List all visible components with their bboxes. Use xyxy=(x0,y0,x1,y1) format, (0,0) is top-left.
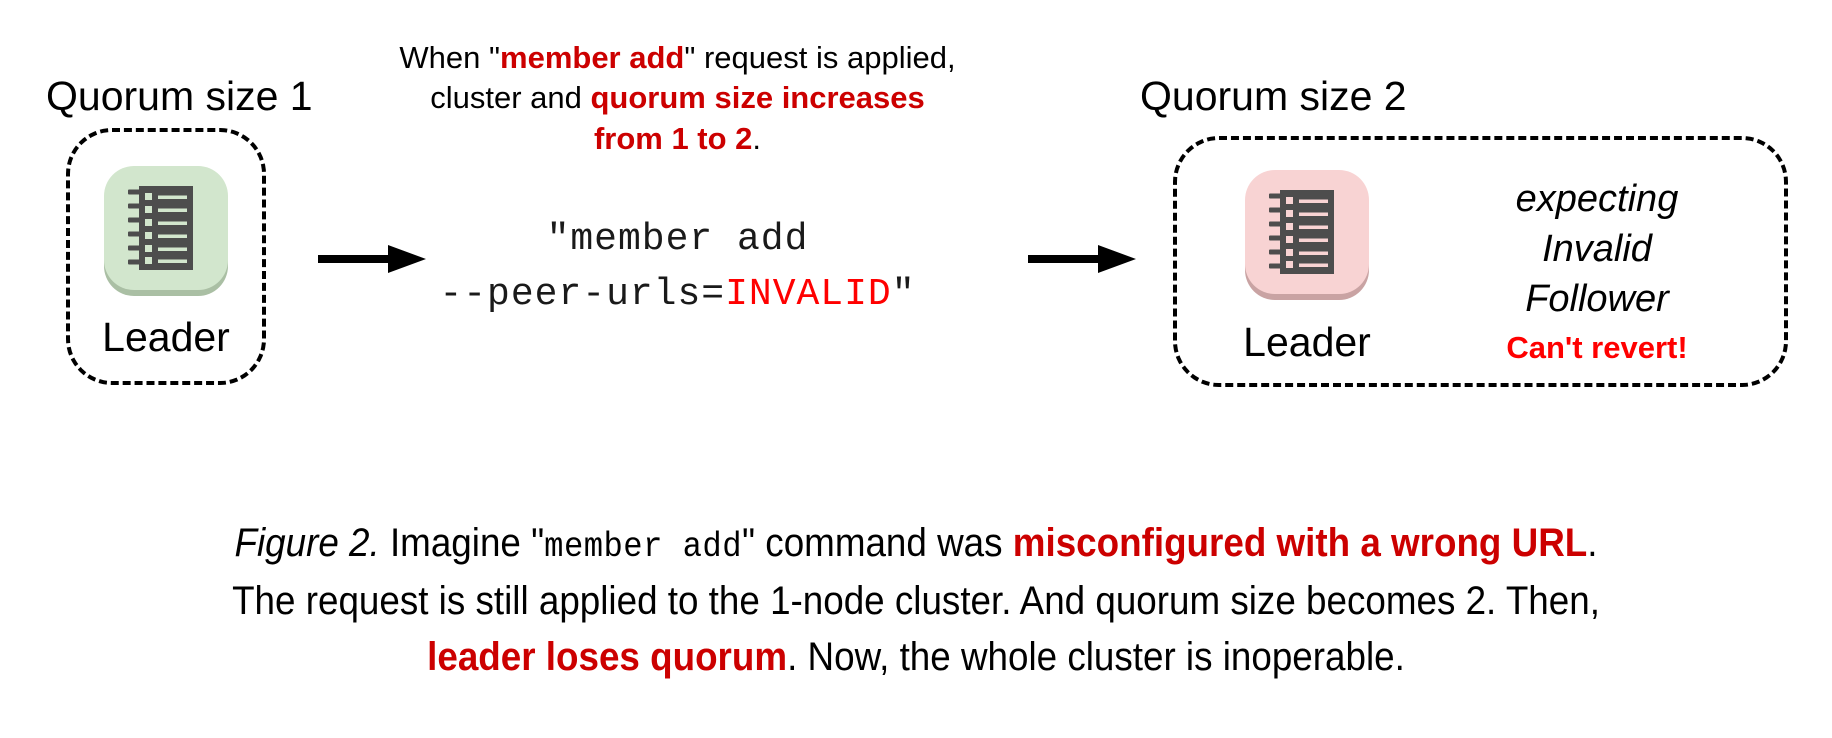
explanation-text: When "member add" request is applied, cl… xyxy=(395,38,960,159)
caption-l1-emphasis: misconfigured with a wrong URL xyxy=(1012,521,1588,565)
icon-tile xyxy=(1245,170,1369,294)
right-node-caption: Leader xyxy=(1243,319,1371,365)
caption-l3-emphasis: leader loses quorum xyxy=(427,635,788,680)
explanation-line-1: When "member add" request is applied, xyxy=(395,38,960,78)
explanation-l2-a: cluster and xyxy=(430,80,591,116)
caption-l1-b: Imagine " xyxy=(379,521,545,565)
caption-line-3: leader loses quorum. Now, the whole clus… xyxy=(73,629,1758,686)
expecting-invalid-follower-note: expecting Invalid Follower xyxy=(1452,174,1742,324)
explanation-l3-c: . xyxy=(752,120,762,156)
explanation-line-2: cluster and quorum size increases xyxy=(395,78,960,118)
note-line-0: expecting xyxy=(1515,178,1679,220)
explanation-l2-emphasis: quorum size increases xyxy=(590,80,925,116)
command-line-2: --peer-urls=INVALID" xyxy=(395,267,960,322)
arrow-right-icon-1 xyxy=(318,243,428,275)
right-quorum-label: Quorum size 2 xyxy=(1140,73,1407,119)
command-flag: --peer-urls= xyxy=(439,273,726,317)
icon-tile xyxy=(104,166,228,290)
caption-figure-number: Figure 2. xyxy=(234,521,380,565)
left-cluster-box: Leader xyxy=(66,128,266,385)
note-line-2: Follower xyxy=(1525,278,1669,321)
command-invalid-value: INVALID xyxy=(725,273,892,317)
command-text: "member add --peer-urls=INVALID" xyxy=(395,212,960,322)
explanation-l1-emphasis: member add xyxy=(500,40,685,75)
explanation-line-3: from 1 to 2. xyxy=(395,119,960,159)
server-icon-pink xyxy=(1241,168,1373,300)
command-quote-close: " xyxy=(891,273,916,317)
explanation-l1-a: When " xyxy=(399,40,501,75)
caption-l1-c: " command was xyxy=(742,521,1013,565)
caption-line-1: Figure 2. Imagine "member add" command w… xyxy=(73,515,1758,573)
arrow-right-icon-2 xyxy=(1028,243,1138,275)
right-cluster-box: Leader expecting Invalid Follower Can't … xyxy=(1173,136,1788,387)
left-node-caption: Leader xyxy=(102,314,230,360)
server-icon-green xyxy=(100,164,232,296)
explanation-l3-emphasis: from 1 to 2 xyxy=(593,120,753,156)
command-line-1: "member add xyxy=(546,218,809,261)
cant-revert-warning: Can't revert! xyxy=(1506,330,1688,365)
figure-caption: Figure 2. Imagine "member add" command w… xyxy=(73,515,1758,686)
caption-line-2: The request is still applied to the 1-no… xyxy=(232,578,1600,623)
explanation-l1-c: " request is applied, xyxy=(684,40,956,75)
caption-command-mono: member add xyxy=(544,527,743,567)
left-quorum-label: Quorum size 1 xyxy=(46,73,313,119)
note-line-1: Invalid xyxy=(1542,228,1652,271)
caption-l3-b: . Now, the whole cluster is inoperable. xyxy=(787,635,1405,680)
caption-l1-d: . xyxy=(1587,521,1598,565)
